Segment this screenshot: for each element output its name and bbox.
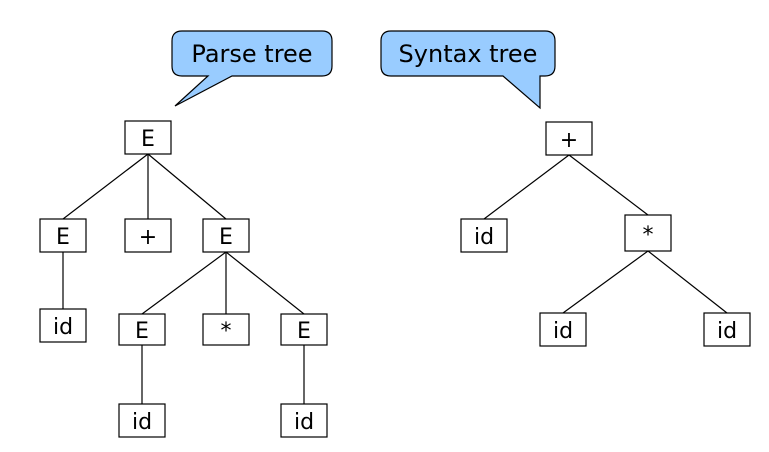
node-box (280, 313, 328, 346)
node-label: E (297, 319, 311, 344)
syntax-tree-node-star-right-id: id (703, 312, 751, 347)
node-box (545, 121, 593, 156)
syntax-tree-node-id-left: id (460, 218, 508, 253)
node-label: id (717, 319, 737, 344)
node-box (202, 313, 250, 346)
node-box (118, 403, 166, 438)
edge-right-e-mul-left-e (141, 251, 227, 315)
node-box (124, 120, 172, 155)
node-label: id (294, 410, 314, 435)
node-label: E (135, 319, 149, 344)
node-label: id (553, 319, 573, 344)
parse-tree-node-plus: + (124, 218, 172, 253)
node-label: + (139, 225, 157, 250)
parse-tree-node-mul-left-id: id (118, 403, 166, 438)
node-box (460, 218, 508, 253)
callout-parse-tree-bubble (171, 30, 333, 107)
node-box (39, 218, 87, 253)
node-box (118, 313, 166, 346)
edge-root-right-e (147, 153, 227, 220)
parse-tree-node-mul-left-e: E (118, 313, 166, 346)
callout-syntax-tree: Syntax tree (380, 30, 556, 110)
node-box (624, 214, 672, 252)
node-box (539, 312, 587, 347)
callout-parse-tree: Parse tree (171, 30, 333, 107)
syntax-tree-edges (483, 154, 728, 314)
parse-tree-node-left-id: id (39, 308, 87, 343)
syntax-tree-node-plus: + (545, 121, 593, 156)
syntax-tree-node-star: * (624, 214, 672, 252)
node-box (124, 218, 172, 253)
node-label: id (474, 225, 494, 250)
callout-syntax-tree-bubble (380, 30, 556, 110)
node-box (202, 218, 250, 253)
node-label: id (53, 315, 73, 340)
parse-tree-node-mul-right-id: id (280, 403, 328, 438)
node-label: E (219, 225, 233, 250)
node-box (703, 312, 751, 347)
node-label: E (141, 127, 155, 152)
edge-syn-plus-id (483, 154, 570, 220)
node-label: * (643, 223, 654, 248)
node-label: * (221, 319, 232, 344)
callout-syntax-tree-label: Syntax tree (399, 40, 538, 68)
callout-parse-tree-label: Parse tree (191, 40, 312, 68)
edge-syn-star-left-id (562, 250, 649, 314)
edge-right-e-mul-right-e (225, 251, 305, 315)
parse-tree-edges (62, 153, 305, 404)
node-box (39, 308, 87, 343)
parse-tree-node-right-e: E (202, 218, 250, 253)
edge-syn-plus-star (568, 154, 649, 216)
node-label: id (132, 410, 152, 435)
syntax-tree-node-star-left-id: id (539, 312, 587, 347)
parse-tree-node-left-e: E (39, 218, 87, 253)
parse-tree-node-mul-right-e: E (280, 313, 328, 346)
parse-tree-node-star: * (202, 313, 250, 346)
edge-root-left-e (62, 153, 149, 220)
edge-syn-star-right-id (647, 250, 728, 314)
node-label: + (560, 128, 578, 153)
parse-tree-node-root: E (124, 120, 172, 155)
node-label: E (56, 225, 70, 250)
node-box (280, 403, 328, 438)
